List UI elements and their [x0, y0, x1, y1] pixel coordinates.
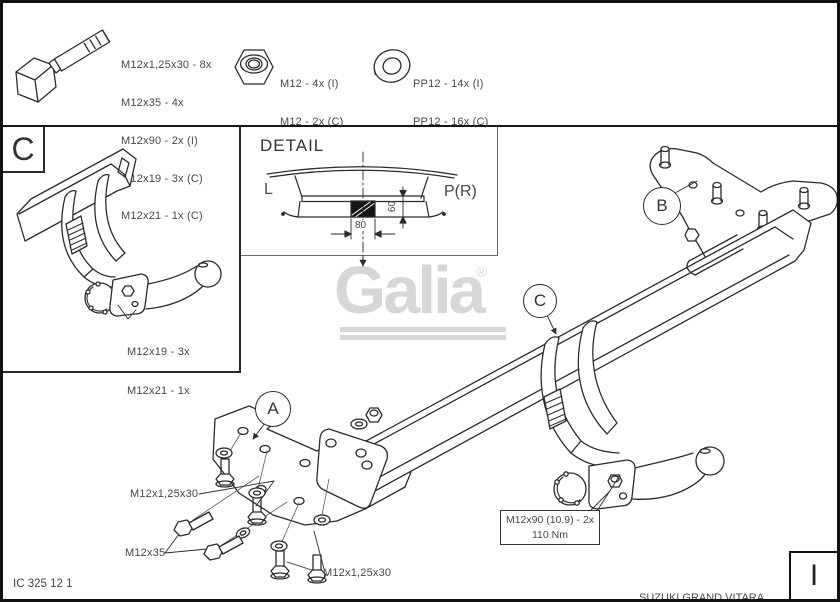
detail-right-label: P(R) [444, 183, 477, 200]
vehicle-name: SUZUKI GRAND VITARA [639, 592, 765, 602]
bolt-label-top: M12x1,25x30 [130, 488, 199, 500]
inset-part-labels: M12x19 - 3x M12x21 - 1x [127, 320, 190, 424]
detail-box [241, 127, 498, 256]
callout-a: A [255, 391, 291, 427]
stud-bolts [658, 145, 811, 233]
callout-c: C [523, 284, 557, 318]
main-assembly-drawing [164, 145, 837, 584]
logo-stripe [340, 327, 506, 332]
bolt-label-mid: M12x35 [125, 547, 166, 559]
towbar-inset-drawing [16, 148, 222, 320]
detail-title: DETAIL [260, 136, 325, 155]
part-label: M12x19 - 3x [127, 346, 190, 358]
washer-legend-labels: PP12 - 14x (I) PP12 - 16x (C) [413, 53, 489, 154]
part-label: M12x21 - 1x [127, 385, 190, 397]
fastener-legend-band [3, 3, 837, 127]
bolt-drawing [15, 29, 111, 103]
legend-line: M12 - 2x (C) [280, 115, 344, 128]
inset-c-box [3, 127, 241, 373]
inset-section-letter: C [3, 127, 45, 173]
logo-stripe [340, 335, 506, 340]
torque-spec-box: M12x90 (10.9) - 2x 110 Nm [500, 510, 600, 545]
torque-value: 110 Nm [532, 528, 568, 541]
washer-drawing [373, 49, 411, 83]
nut-drawing [234, 49, 274, 85]
detail-cross-section [266, 151, 458, 267]
legend-line: M12x21 - 1x (C) [121, 210, 203, 223]
technical-line-art [15, 29, 837, 584]
page-number-box: I [789, 551, 837, 599]
document-number: IC 325 12 1 [13, 578, 73, 590]
legend-line: M12x90 - 2x (I) [121, 134, 198, 147]
registered-mark: ® [476, 264, 488, 281]
callout-b: B [643, 187, 681, 225]
mounting-bolts [173, 447, 331, 584]
legend-line: PP12 - 14x (I) [413, 78, 484, 91]
legend-line: M12 - 4x (I) [280, 78, 339, 91]
legend-line: M12x1,25x30 - 8x [121, 59, 212, 72]
bolt-label-bottom: M12x1,25x30 [323, 567, 392, 579]
detail-left-label: L [264, 181, 273, 198]
detail-width-dim: 80 [354, 220, 368, 231]
legend-line: M12x35 - 4x [121, 96, 184, 109]
detail-height-dim: 60 [387, 200, 399, 213]
torque-bolt-spec: M12x90 (10.9) - 2x [505, 513, 595, 526]
galia-logo: Galia [334, 253, 486, 328]
nut-legend-labels: M12 - 4x (I) M12 - 2x (C) [280, 53, 344, 154]
vehicle-info: SUZUKI GRAND VITARA Kód: S0976(I.C) 29. … [639, 566, 779, 602]
legend-line: PP12 - 16x (C) [413, 115, 489, 128]
